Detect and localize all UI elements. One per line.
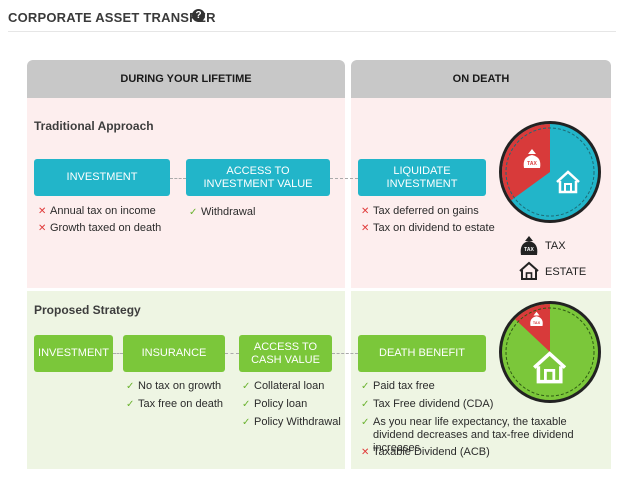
svg-text:TAX: TAX xyxy=(527,161,537,167)
list-item: ✕Tax on dividend to estate xyxy=(361,222,495,234)
column-header-death: ON DEATH xyxy=(351,60,611,98)
list-item: ✕Taxable Dividend (ACB) xyxy=(361,446,490,458)
connector xyxy=(332,353,358,354)
traditional-pie-chart: TAX xyxy=(499,121,601,223)
list-item: ✓As you near life expectancy, the taxabl… xyxy=(361,416,574,454)
proposed-pie-chart: TAX xyxy=(499,301,601,403)
check-icon: ✓ xyxy=(361,417,370,428)
connector xyxy=(113,353,123,354)
traditional-liquidate-box: LIQUIDATE INVESTMENT xyxy=(358,159,486,196)
x-icon: ✕ xyxy=(38,206,47,217)
tax-slice xyxy=(515,304,550,352)
legend-tax-label: TAX xyxy=(545,240,566,252)
list-item: ✓Collateral loan xyxy=(242,380,325,392)
traditional-title: Traditional Approach xyxy=(34,119,154,133)
check-icon: ✓ xyxy=(126,381,135,392)
list-item: ✓Policy loan xyxy=(242,398,308,410)
list-item: ✓No tax on growth xyxy=(126,380,222,392)
x-icon: ✕ xyxy=(361,223,370,234)
traditional-investment-box: INVESTMENT xyxy=(34,159,170,196)
help-icon[interactable]: ? xyxy=(192,9,205,22)
proposed-investment-box: INVESTMENT xyxy=(34,335,113,372)
list-item: ✕Growth taxed on death xyxy=(38,222,162,234)
x-icon: ✕ xyxy=(38,223,47,234)
list-item: ✓Tax free on death xyxy=(126,398,224,410)
check-icon: ✓ xyxy=(242,399,251,410)
list-item: ✓Paid tax free xyxy=(361,380,435,392)
connector xyxy=(225,353,239,354)
house-icon xyxy=(533,351,567,384)
x-icon: ✕ xyxy=(361,206,370,217)
list-item: ✓Withdrawal xyxy=(189,206,256,218)
tax-bag-icon: TAX xyxy=(530,311,543,326)
list-item: ✓Tax Free dividend (CDA) xyxy=(361,398,494,410)
check-icon: ✓ xyxy=(189,207,198,218)
check-icon: ✓ xyxy=(361,381,370,392)
check-icon: ✓ xyxy=(126,399,135,410)
x-icon: ✕ xyxy=(361,447,370,458)
title-divider xyxy=(8,31,616,32)
page-title: CORPORATE ASSET TRANSFER xyxy=(8,10,216,25)
house-icon xyxy=(556,170,580,194)
proposed-death-box: DEATH BENEFIT xyxy=(358,335,486,372)
legend-estate-label: ESTATE xyxy=(545,266,587,278)
list-item: ✕Tax deferred on gains xyxy=(361,205,479,217)
svg-text:TAX: TAX xyxy=(533,321,541,325)
check-icon: ✓ xyxy=(361,399,370,410)
connector xyxy=(330,178,358,179)
proposed-access-box: ACCESS TO CASH VALUE xyxy=(239,335,332,372)
traditional-access-box: ACCESS TO INVESTMENT VALUE xyxy=(186,159,330,196)
proposed-lifetime-panel xyxy=(27,291,345,469)
svg-text:TAX: TAX xyxy=(524,247,534,253)
column-header-lifetime: DURING YOUR LIFETIME xyxy=(27,60,345,98)
proposed-title: Proposed Strategy xyxy=(34,303,141,317)
house-icon xyxy=(519,261,539,280)
tax-bag-icon: TAX xyxy=(523,149,541,168)
list-item: ✓Policy Withdrawal xyxy=(242,416,341,428)
list-item: ✕Annual tax on income xyxy=(38,205,156,217)
connector xyxy=(170,178,186,179)
tax-bag-icon: TAX xyxy=(520,236,538,255)
proposed-insurance-box: INSURANCE xyxy=(123,335,225,372)
check-icon: ✓ xyxy=(242,381,251,392)
check-icon: ✓ xyxy=(242,417,251,428)
